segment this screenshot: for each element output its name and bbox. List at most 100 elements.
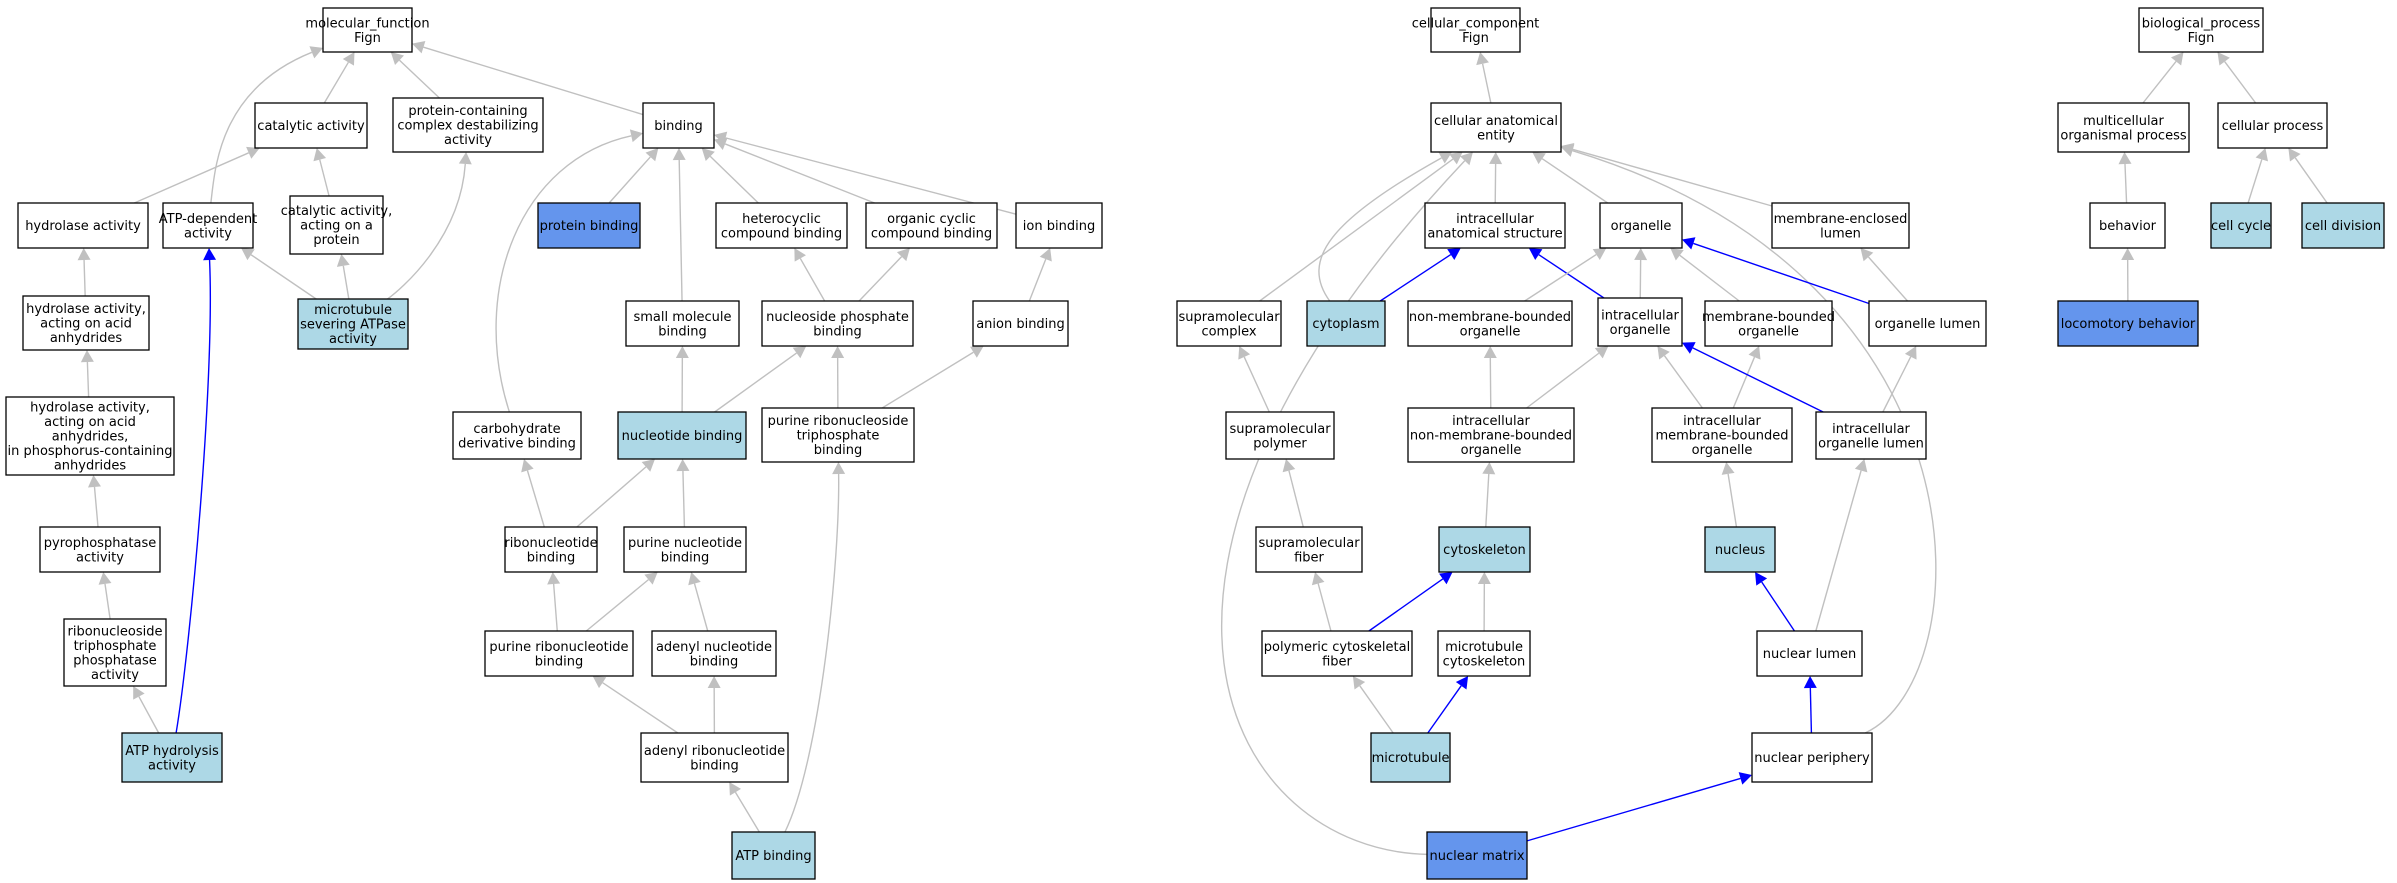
edge-line [319, 159, 330, 197]
node-cytoplasm[interactable]: cytoplasm [1306, 300, 1386, 347]
node-label-line: cell division [2305, 219, 2381, 234]
arrowhead [1455, 676, 1469, 690]
edge-cellproc-to-bp [2217, 52, 2257, 104]
node-intranonmem[interactable]: intracellularnon-membrane-boundedorganel… [1407, 407, 1575, 463]
node-label-line: small molecule [634, 310, 732, 325]
edge-microtubule-to-mtcyto [1427, 676, 1469, 734]
edge-cytoskeleton-to-intranonmem [1482, 462, 1496, 528]
node-label-line: polymer [1253, 436, 1307, 451]
node-cellcycle[interactable]: cell cycle [2210, 202, 2272, 249]
node-nucleus[interactable]: nucleus [1704, 526, 1776, 573]
node-hydrolase[interactable]: hydrolase activity [17, 202, 149, 249]
node-atpbind[interactable]: ATP binding [731, 831, 816, 880]
edge-line [1243, 356, 1270, 413]
node-label-line: binding [654, 119, 702, 134]
node-orglumen[interactable]: organelle lumen [1868, 300, 1987, 347]
node-nuclumen[interactable]: nuclear lumen [1756, 630, 1863, 677]
node-label-line: intracellular [1601, 308, 1679, 323]
node-label-line: fiber [1322, 654, 1352, 669]
edge-line [1882, 356, 1912, 413]
node-nucbind[interactable]: nucleotide binding [617, 411, 747, 460]
node-label-line: pyrophosphatase [44, 536, 156, 551]
node-organelle[interactable]: organelle [1599, 202, 1683, 249]
arrowhead [1755, 572, 1768, 586]
arrowhead [729, 782, 742, 796]
node-nucperiph[interactable]: nuclear periphery [1751, 732, 1873, 783]
node-nucmatrix[interactable]: nuclear matrix [1426, 831, 1528, 880]
node-behavior[interactable]: behavior [2089, 202, 2166, 249]
arrowhead [133, 686, 145, 700]
node-box [162, 202, 254, 249]
arrowhead [1282, 459, 1296, 473]
edge-nucmatrix-to-nucperiph [1526, 772, 1752, 842]
node-celldiv[interactable]: cell division [2301, 202, 2385, 249]
node-anion[interactable]: anion binding [972, 300, 1069, 347]
node-label-line: cell cycle [2211, 219, 2271, 234]
arrowhead [336, 254, 350, 267]
node-hydrophos[interactable]: hydrolase activity,acting on acidanhydri… [5, 396, 175, 476]
edge-suprapoly-to-supracomplex [1238, 346, 1270, 413]
arrowhead [1449, 152, 1463, 165]
edge-line [495, 135, 632, 413]
edge-melumen-to-cae [1561, 143, 1773, 207]
edge-line [423, 46, 644, 116]
node-binding[interactable]: binding [642, 102, 715, 149]
node-ribotri[interactable]: ribonucleosidetriphosphatephosphataseact… [63, 618, 167, 687]
edge-intraorglumen-to-orglumen [1882, 346, 1917, 413]
node-box [1704, 300, 1833, 347]
node-cellproc[interactable]: cellular process [2217, 102, 2328, 149]
node-locomotory[interactable]: locomotory behavior [2057, 300, 2199, 347]
arrowhead [1738, 772, 1752, 785]
edge-line [552, 583, 558, 632]
node-protbind[interactable]: protein binding [537, 202, 641, 249]
edge-adenylribo-to-adenyl [707, 676, 721, 734]
node-box [972, 300, 1069, 347]
node-hydroacid[interactable]: hydrolase activity,acting on acidanhydri… [22, 295, 150, 351]
node-label-line: purine ribonucleoside [768, 414, 909, 429]
node-label-line: purine ribonucleotide [489, 640, 628, 655]
edge-line [1485, 473, 1490, 528]
node-box [625, 300, 740, 347]
node-cytoskeleton[interactable]: cytoskeleton [1438, 526, 1531, 573]
node-microtubule[interactable]: microtubule [1370, 732, 1451, 783]
edge-line [608, 156, 651, 204]
arrowhead [792, 346, 807, 359]
node-label-line: organelle [1460, 324, 1521, 339]
node-ionbind[interactable]: ion binding [1015, 202, 1103, 249]
node-catalytic[interactable]: catalytic activity [254, 102, 368, 149]
